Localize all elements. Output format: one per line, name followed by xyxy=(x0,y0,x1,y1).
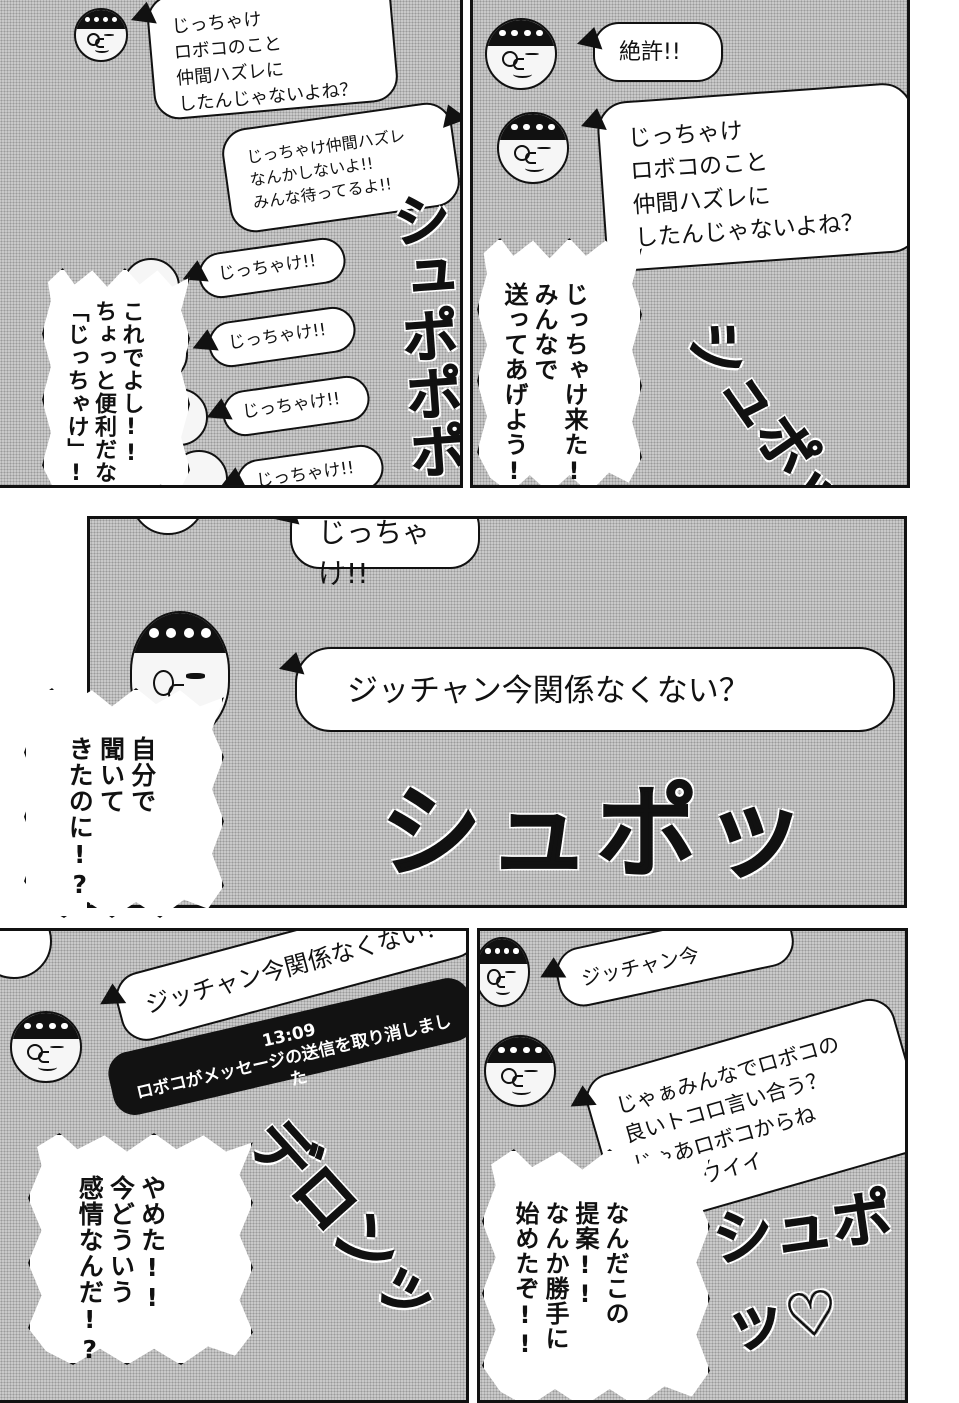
avatar-robot xyxy=(497,112,569,184)
panel-4: ジッチャン今関係なくない？ 13:09 ロボコがメッセージの送信を取り消しました… xyxy=(0,928,469,1403)
sfx-shupopopo: シュポポポ xyxy=(380,187,463,483)
avatar-robot xyxy=(485,18,557,90)
chat-bubble: じっちゃけ!! xyxy=(195,234,349,302)
sfx-deron: デロンッ xyxy=(235,1104,456,1338)
dialogue-text: なんだこの 提案!! なんか勝手に 始めたぞ!! xyxy=(511,1201,629,1359)
dialogue-text: やめた!! 今どういう 感情なんだ!? xyxy=(75,1175,167,1365)
sfx-shupo: シュポッ xyxy=(674,307,864,488)
panel-1: じっちゃけ ロボコのこと 仲間ハズレに したんじゃないよね？ じっちゃけ仲間ハズ… xyxy=(0,0,463,488)
chat-bubble: じっちゃけ!! xyxy=(219,372,373,440)
chat-bubble: じっちゃけ!! xyxy=(233,441,387,485)
sfx-shupo: シュポッ xyxy=(380,774,812,894)
speech-bubble-shout xyxy=(482,1149,710,1400)
dialogue-text: じっちゃけ来た!! みんなで 送ってあげよう!! xyxy=(500,282,588,488)
avatar-robot xyxy=(484,1035,556,1107)
avatar-robot xyxy=(74,8,128,62)
avatar-member xyxy=(130,519,206,535)
chat-bubble: 絶許!! xyxy=(593,22,723,82)
panel-5: ジッチャン今 じゃぁみんなでロボコの 良いトコロ言い合う？ じゃあロボコからね … xyxy=(477,928,908,1403)
chat-bubble: ジッチャン今関係なくない？ xyxy=(295,647,895,732)
chat-bubble: じっちゃけ!! xyxy=(290,519,480,590)
avatar-robot xyxy=(480,937,530,1007)
chat-bubble: じっちゃけ ロボコのこと 仲間ハズレに したんじゃないよね？ xyxy=(145,0,400,122)
dialogue-text: 自分で 聞いて きたのに!? xyxy=(65,736,157,900)
panel-3: じっちゃけ!! じっちゃけ!! ジッチャン今関係なくない？ シュポッ xyxy=(87,516,907,908)
avatar-robot xyxy=(10,1011,82,1083)
chat-bubble: ジッチャン今 xyxy=(551,931,799,1012)
dialogue-text: これでよし!! ちょっと便利だな 「じっちゃけ」! xyxy=(63,300,144,487)
avatar-member xyxy=(0,931,52,979)
sfx-shupo-heart: シュポッ♡ xyxy=(708,1181,897,1363)
chat-bubble: じっちゃけ ロボコのこと 仲間ハズレに したんじゃないよね？ xyxy=(595,81,907,273)
panel-2: 絶許!! じっちゃけ ロボコのこと 仲間ハズレに したんじゃないよね？ じっちゃ… xyxy=(470,0,910,488)
chat-bubble: じっちゃけ!! xyxy=(205,303,359,371)
